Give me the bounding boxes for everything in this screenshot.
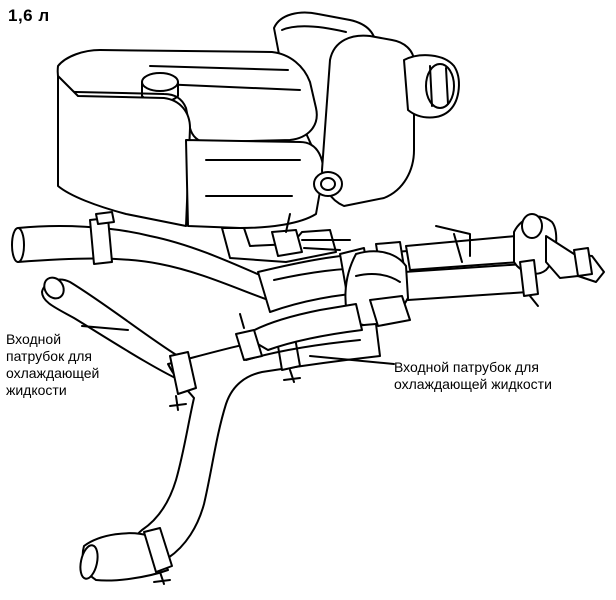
upper-left-hose-clamp [90, 218, 112, 264]
lower-hose-clamp-left [170, 352, 196, 394]
right-end-fitting-ring [522, 214, 542, 238]
right-label-leader [310, 356, 394, 364]
lower-hose-clamp-left-bolt [170, 396, 186, 410]
left-label-line-3: охлаждающей [6, 365, 100, 381]
right-housing [322, 36, 414, 206]
center-junction-neck [356, 274, 400, 282]
lower-main-hose [78, 324, 380, 584]
right-label-line-2: охлаждающей жидкости [394, 376, 552, 392]
left-label-line-1: Входной [6, 331, 62, 347]
left-inlet-hose-end [40, 274, 67, 302]
center-junction-outlet [370, 296, 410, 326]
cylinder-head-side [186, 140, 323, 228]
right-hoses [404, 214, 604, 306]
left-label-line-2: патрубок для [6, 348, 92, 364]
right-lower-clamp [520, 260, 538, 296]
cylinder-head [58, 76, 190, 226]
center-junction [345, 251, 410, 326]
valve-cover-rib-1 [150, 66, 288, 70]
left-inlet-hose [40, 274, 188, 384]
upper-left-clamp-tab [96, 212, 114, 224]
distributor-ridge [282, 26, 346, 32]
intermediate-hose [236, 304, 362, 360]
lower-hose-clamp-mid-bolt [284, 370, 300, 382]
sensor-knob-inner [321, 178, 335, 190]
intermediate-hose-clamp-bolt [240, 314, 244, 328]
right-coolant-inlet-label: Входной патрубок для охлаждающей жидкост… [394, 359, 552, 393]
right-lower-bolt [530, 296, 538, 306]
right-label-line-1: Входной патрубок для [394, 359, 539, 375]
upper-left-hose-end [12, 228, 24, 262]
lower-hose-clamp-bolt [154, 572, 170, 584]
right-hose-pipe [436, 226, 470, 262]
intermediate-hose-body [244, 304, 362, 350]
right-zigzag-clamp [574, 248, 592, 276]
oil-filler-cap [142, 73, 178, 91]
middle-top-bracket-post [286, 214, 290, 232]
left-label-line-4: жидкости [6, 382, 67, 398]
lower-hose-clamp [144, 528, 172, 572]
engine-size-title: 1,6 л [8, 6, 50, 25]
middle-pipe-link [302, 240, 350, 250]
engine-block [58, 13, 459, 262]
left-label-leader [82, 326, 128, 330]
cap-ribs [430, 66, 448, 106]
lower-hose-end-opening [78, 544, 101, 581]
head-bolt-boss [206, 160, 300, 196]
left-coolant-inlet-label: Входной патрубок для охлаждающей жидкост… [6, 331, 99, 399]
valve-cover-rib-2 [160, 84, 300, 90]
middle-top-bracket [272, 230, 302, 256]
intermediate-hose-clamp [236, 330, 262, 360]
